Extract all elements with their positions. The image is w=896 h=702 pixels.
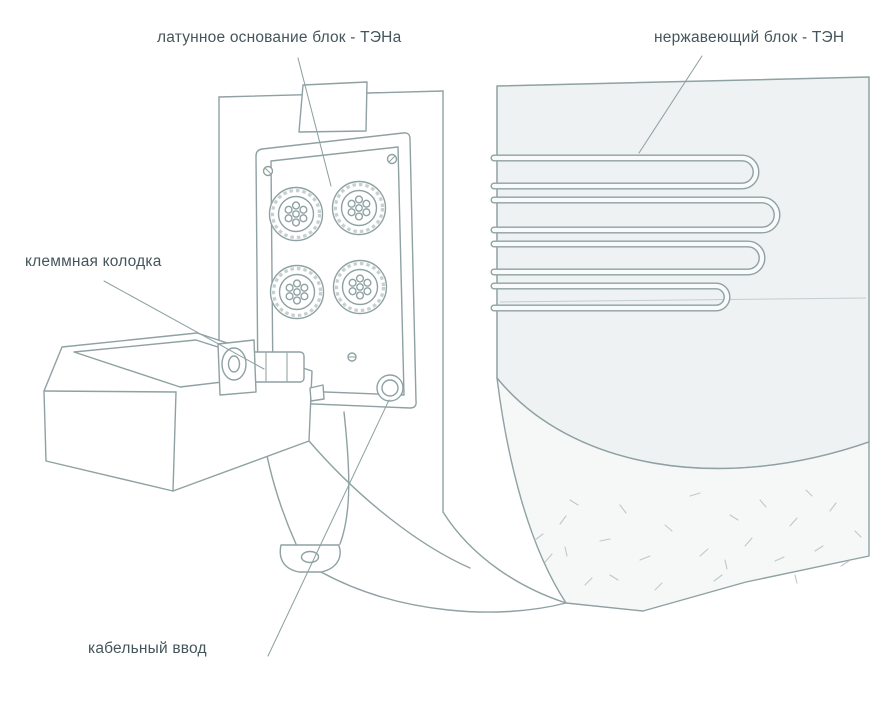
leader-lines <box>103 55 703 657</box>
insulation-ticks <box>534 489 862 591</box>
cable-gland <box>376 374 404 402</box>
label-brass-base: латунное основание блок - ТЭНа <box>157 29 402 46</box>
connector <box>330 179 388 237</box>
plate-screws <box>262 153 398 362</box>
hinge <box>217 339 257 396</box>
mounting-foot <box>279 544 341 573</box>
pedestal-skirt <box>257 401 567 613</box>
connector <box>331 258 389 316</box>
inlet-pipe <box>298 81 368 133</box>
label-cable-entry: кабельный ввод <box>88 640 207 657</box>
label-terminal-block: клеммная колодка <box>25 253 162 270</box>
label-stainless-block: нержавеющий блок - ТЭН <box>654 29 845 46</box>
connector <box>267 185 325 243</box>
insulation-band <box>496 377 870 612</box>
connector <box>268 263 326 321</box>
heating-tubes <box>490 154 781 312</box>
